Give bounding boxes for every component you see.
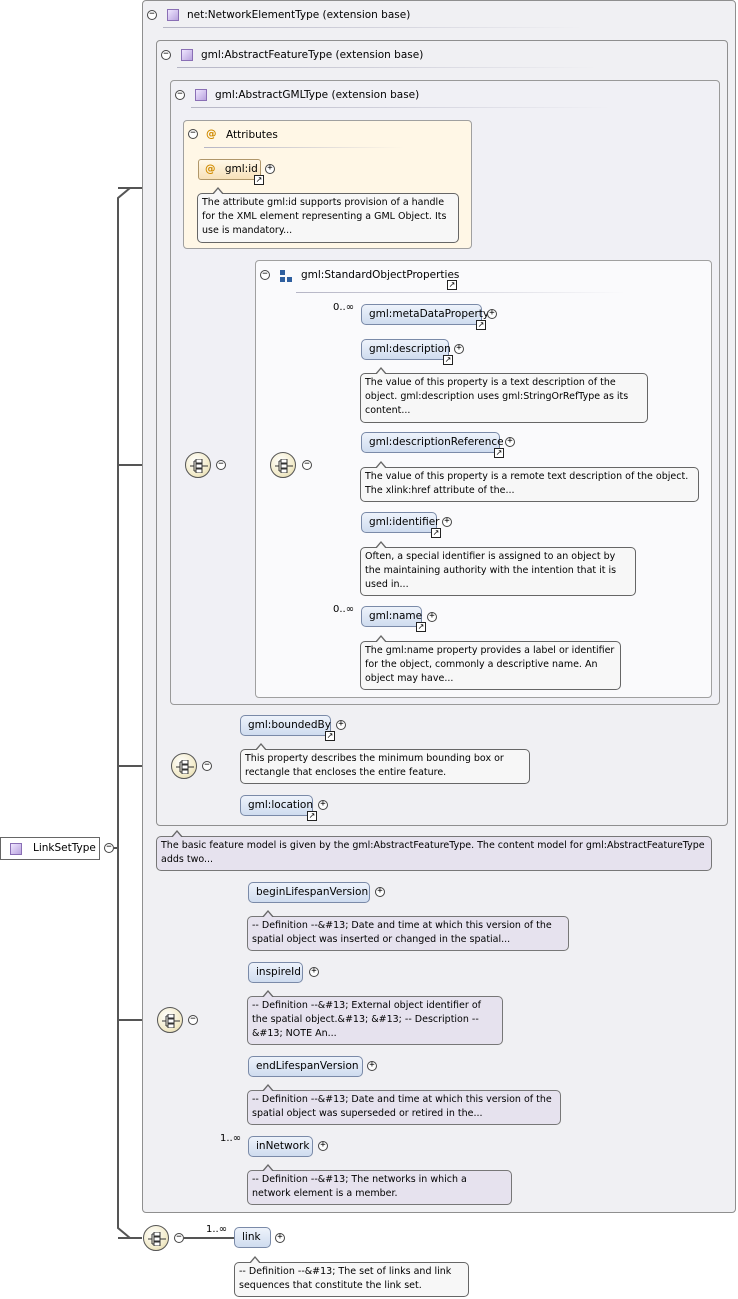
expand-element-button[interactable]: +: [367, 1061, 377, 1071]
element-gml-location[interactable]: gml:location: [240, 795, 313, 816]
expand-element-button[interactable]: +: [309, 967, 319, 977]
element-endlifespanversion-desc: -- Definition --&#13; Date and time at w…: [247, 1084, 561, 1125]
sequence-compositor-icon[interactable]: [157, 1007, 183, 1033]
element-gml-metadataproperty[interactable]: gml:metaDataProperty: [361, 304, 489, 325]
collapse-feature-button[interactable]: −: [161, 50, 171, 60]
element-beginlifespanversion[interactable]: beginLifespanVersion: [248, 882, 370, 903]
reference-arrow-icon[interactable]: ↗: [254, 175, 264, 185]
reference-arrow-icon[interactable]: ↗: [443, 355, 453, 365]
element-link-desc: -- Definition --&#13; The set of links a…: [234, 1256, 469, 1297]
reference-arrow-icon[interactable]: ↗: [416, 622, 426, 632]
expand-element-button[interactable]: +: [318, 800, 328, 810]
expand-element-button[interactable]: +: [427, 612, 437, 622]
attribute-at-icon: @: [205, 163, 216, 175]
element-gml-descriptionreference[interactable]: gml:descriptionReference: [361, 432, 504, 453]
root-label: LinkSetType: [33, 842, 96, 854]
multiplicity-label: 1..∞: [220, 1133, 242, 1144]
element-gml-boundedby-desc: This property describes the minimum boun…: [240, 743, 530, 784]
collapse-sequence-button[interactable]: −: [174, 1233, 184, 1243]
element-gml-description-desc: The value of this property is a text des…: [360, 367, 648, 423]
element-inspireid[interactable]: inspireId: [248, 962, 303, 983]
sequence-compositor-icon[interactable]: [270, 452, 296, 478]
reference-arrow-icon[interactable]: ↗: [307, 811, 317, 821]
reference-arrow-icon[interactable]: ↗: [325, 731, 335, 741]
expand-gml-id-button[interactable]: +: [265, 164, 275, 174]
element-gml-name-desc: The gml:name property provides a label o…: [360, 635, 621, 690]
collapse-sequence-button[interactable]: −: [216, 460, 226, 470]
network-box-title: net:NetworkElementType (extension base): [187, 9, 411, 21]
collapse-sequence-button[interactable]: −: [302, 460, 312, 470]
multiplicity-label: 0..∞: [333, 302, 355, 313]
element-link[interactable]: link: [234, 1227, 271, 1248]
collapse-sequence-button[interactable]: −: [188, 1015, 198, 1025]
sequence-compositor-icon[interactable]: [185, 452, 211, 478]
collapse-network-button[interactable]: −: [147, 10, 157, 20]
complex-type-icon: [167, 9, 179, 21]
expand-element-button[interactable]: +: [318, 1141, 328, 1151]
element-innetwork[interactable]: inNetwork: [248, 1136, 313, 1157]
reference-arrow-icon[interactable]: ↗: [431, 528, 441, 538]
feature-box-title: gml:AbstractFeatureType (extension base): [201, 49, 424, 61]
element-gml-identifier[interactable]: gml:identifier: [361, 512, 439, 533]
expand-element-button[interactable]: +: [487, 309, 497, 319]
reference-arrow-icon[interactable]: ↗: [494, 448, 504, 458]
element-gml-description[interactable]: gml:description: [361, 339, 451, 360]
sequence-compositor-icon[interactable]: [143, 1225, 169, 1251]
element-gml-boundedby[interactable]: gml:boundedBy: [240, 715, 331, 736]
attribute-gml-id[interactable]: @ gml:id: [198, 159, 261, 180]
complex-type-icon: [195, 89, 207, 101]
expand-element-button[interactable]: +: [505, 437, 515, 447]
expand-element-button[interactable]: +: [375, 887, 385, 897]
element-endlifespanversion[interactable]: endLifespanVersion: [248, 1056, 363, 1077]
collapse-std-button[interactable]: −: [260, 270, 270, 280]
element-beginlifespanversion-desc: -- Definition --&#13; Date and time at w…: [247, 910, 569, 951]
gml-box-title: gml:AbstractGMLType (extension base): [215, 89, 420, 101]
sequence-compositor-icon[interactable]: [171, 753, 197, 779]
reference-arrow-icon[interactable]: ↗: [447, 280, 457, 290]
collapse-sequence-button[interactable]: −: [202, 761, 212, 771]
feature-type-desc: The basic feature model is given by the …: [156, 830, 712, 871]
expand-element-button[interactable]: +: [275, 1233, 285, 1243]
multiplicity-label: 1..∞: [206, 1224, 228, 1235]
complex-type-icon: [181, 49, 193, 61]
element-gml-name[interactable]: gml:name: [361, 606, 422, 627]
element-gml-identifier-desc: Often, a special identifier is assigned …: [360, 541, 636, 596]
attribute-name: gml:id: [224, 163, 258, 175]
expand-element-button[interactable]: +: [336, 720, 346, 730]
collapse-gml-button[interactable]: −: [175, 90, 185, 100]
std-box-title: gml:StandardObjectProperties: [301, 269, 460, 281]
collapse-attributes-button[interactable]: −: [188, 129, 198, 139]
expand-element-button[interactable]: +: [454, 344, 464, 354]
reference-arrow-icon[interactable]: ↗: [476, 320, 486, 330]
expand-element-button[interactable]: +: [442, 517, 452, 527]
collapse-root-button[interactable]: −: [104, 843, 114, 853]
complex-type-icon: [10, 843, 22, 855]
attribute-at-icon: @: [206, 128, 217, 140]
element-gml-descriptionreference-desc: The value of this property is a remote t…: [360, 461, 699, 502]
group-icon: [280, 270, 292, 282]
attribute-gml-id-desc: The attribute gml:id supports provision …: [197, 187, 459, 243]
element-inspireid-desc: -- Definition --&#13; External object id…: [247, 990, 503, 1045]
element-innetwork-desc: -- Definition --&#13; The networks in wh…: [247, 1164, 512, 1205]
root-type-linksettype[interactable]: LinkSetType: [0, 837, 100, 860]
attributes-title: Attributes: [226, 129, 278, 141]
multiplicity-label: 0..∞: [333, 604, 355, 615]
